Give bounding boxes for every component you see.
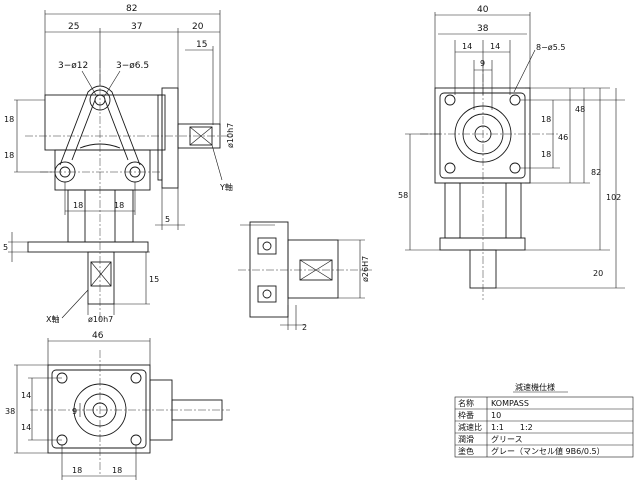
side-dim-18b: 18 (541, 150, 551, 159)
dim-v-lower: 18 (4, 151, 14, 160)
spec-value-ratio: 1:1 1:2 (491, 423, 533, 432)
dim-shaft-len: 15 (149, 275, 159, 284)
side-dim-102: 102 (606, 193, 621, 202)
hole-small-label: 3−ø6.5 (116, 61, 149, 71)
side-dim-82: 82 (591, 168, 601, 177)
spec-label-lube: 潤滑 (458, 434, 474, 444)
dim-base: 5 (3, 243, 8, 252)
side-view: 40 38 14 14 9 8−ø5.5 (398, 5, 625, 300)
dim-right: 20 (192, 22, 204, 32)
side-dim-46: 46 (558, 133, 568, 142)
section-view: ø26H7 2 (238, 221, 372, 332)
dim-mid: 37 (131, 22, 142, 32)
spec-label-frame: 枠番 (458, 410, 474, 420)
dim-shaft: 15 (196, 40, 207, 50)
dim-h-right: 18 (114, 201, 124, 210)
side-dim-14b: 14 (490, 42, 500, 51)
side-dim-20: 20 (593, 269, 603, 278)
side-dim-14a: 14 (462, 42, 472, 51)
shaft-y-dia: ø10h7 (226, 123, 235, 148)
front-view: 82 25 37 20 15 3−ø12 3−ø6.5 (3, 4, 235, 324)
bottom-dim-18b: 18 (112, 466, 122, 475)
hole-large-label: 3−ø12 (58, 61, 88, 71)
spec-value-frame: 10 (491, 411, 501, 420)
spec-value-name: KOMPASS (491, 399, 529, 408)
side-dim-width: 40 (477, 5, 489, 15)
bottom-dim-38: 38 (5, 407, 15, 416)
spec-label-name: 名称 (458, 398, 474, 408)
spec-value-color: グレー（マンセル値 9B6/0.5） (491, 446, 605, 456)
dim-v-upper: 18 (4, 115, 14, 124)
spec-label-ratio: 減速比 (458, 422, 482, 432)
side-dim-48: 48 (575, 105, 585, 114)
dim-left: 25 (68, 22, 79, 32)
spec-label-color: 塗色 (458, 446, 474, 456)
section-bore: ø26H7 (361, 256, 370, 282)
dim-gap: 5 (165, 215, 170, 224)
side-dim-9: 9 (480, 59, 485, 68)
bottom-dim-14a: 14 (21, 391, 31, 400)
bottom-dim-18a: 18 (72, 466, 82, 475)
axis-y-label: Y軸 (219, 182, 233, 192)
axis-x-label: X軸 (46, 314, 59, 324)
bottom-view: 46 38 14 14 9 18 18 (5, 331, 230, 480)
side-dim-58: 58 (398, 191, 408, 200)
dim-total: 82 (126, 4, 137, 14)
section-dim-2: 2 (302, 323, 307, 332)
side-dim-18a: 18 (541, 115, 551, 124)
side-hole-label: 8−ø5.5 (536, 43, 565, 52)
spec-table-title: 減速機仕様 (515, 382, 555, 392)
spec-table: 減速機仕様 名称 KOMPASS 枠番 10 減速比 1:1 1:2 潤滑 グリ… (454, 382, 634, 458)
dim-h-left: 18 (73, 201, 83, 210)
bottom-dim-14b: 14 (21, 423, 31, 432)
bottom-dim-9: 9 (72, 407, 77, 416)
bottom-dim-46: 46 (92, 331, 104, 341)
spec-value-lube: グリース (491, 434, 523, 444)
side-dim-inner: 38 (477, 24, 489, 34)
shaft-x-dia: ø10h7 (88, 315, 113, 324)
